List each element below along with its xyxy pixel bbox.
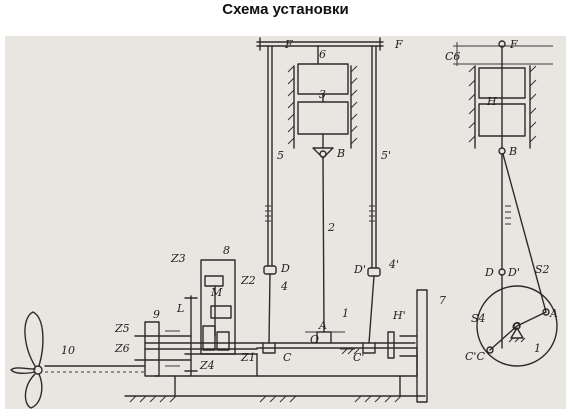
label-s2: S2 bbox=[535, 263, 550, 276]
label-4-prime: 4' bbox=[388, 258, 399, 271]
side-rods bbox=[263, 45, 381, 344]
label-m: M bbox=[210, 286, 223, 299]
gear-box bbox=[184, 259, 236, 377]
label-f-left: F bbox=[284, 38, 293, 51]
label-z5: Z5 bbox=[114, 322, 130, 335]
label-5: 5 bbox=[277, 149, 284, 162]
label-z2: Z2 bbox=[240, 274, 256, 287]
label-h-prime: H' bbox=[392, 309, 406, 322]
propeller bbox=[10, 311, 44, 409]
kinematic-diagram bbox=[453, 40, 558, 367]
label-2: 2 bbox=[327, 221, 335, 234]
label-6: 6 bbox=[319, 48, 326, 61]
base-frame bbox=[124, 347, 426, 403]
label-o-right: O bbox=[512, 320, 521, 333]
label-5-prime: 5' bbox=[381, 149, 391, 162]
label-1: 1 bbox=[342, 307, 349, 320]
label-o-left: O bbox=[310, 333, 319, 346]
label-3: 3 bbox=[319, 88, 326, 101]
label-s4: S4 bbox=[471, 312, 486, 325]
cylinder bbox=[287, 63, 358, 333]
label-7: 7 bbox=[439, 294, 446, 307]
label-8: 8 bbox=[223, 244, 230, 257]
label-a-left: A bbox=[318, 319, 327, 332]
label-b-left: B bbox=[336, 147, 345, 160]
label-d-right: D bbox=[484, 266, 494, 279]
propeller-shaft bbox=[44, 365, 146, 373]
label-c6: C6 bbox=[445, 50, 460, 63]
page-title: Схема установки bbox=[222, 1, 349, 18]
label-z6: Z6 bbox=[114, 342, 130, 355]
label-9: 9 bbox=[153, 308, 160, 321]
label-10: 10 bbox=[61, 344, 75, 357]
label-d-left: D bbox=[280, 262, 290, 275]
label-d-prime-left: D' bbox=[353, 263, 366, 276]
label-l: L bbox=[176, 302, 184, 315]
label-4: 4 bbox=[280, 280, 288, 293]
label-c-prime-left: C' bbox=[353, 351, 364, 364]
label-b-right: B bbox=[508, 145, 517, 158]
label-z3: Z3 bbox=[170, 252, 186, 265]
label-1-right: 1 bbox=[534, 342, 541, 355]
flywheel bbox=[387, 289, 428, 403]
label-h-right: H bbox=[486, 95, 497, 108]
label-d-prime-right: D' bbox=[507, 266, 520, 279]
label-a-right: A bbox=[549, 307, 558, 320]
label-f-mid: F bbox=[394, 38, 403, 51]
label-z4: Z4 bbox=[199, 359, 215, 372]
label-cpc-right: C'C bbox=[465, 350, 485, 363]
installation-scheme-drawing: F F F 6 3 B 5 5' 2 D D' 4 4' A 1 7 H' H … bbox=[5, 36, 566, 409]
top-yoke bbox=[256, 37, 384, 65]
label-c-left: C bbox=[283, 351, 292, 364]
coupling bbox=[134, 321, 192, 377]
label-z1: Z1 bbox=[240, 351, 256, 364]
scheme-svg: F F F 6 3 B 5 5' 2 D D' 4 4' A 1 7 H' H … bbox=[10, 37, 558, 409]
label-f-right: F bbox=[509, 38, 518, 51]
